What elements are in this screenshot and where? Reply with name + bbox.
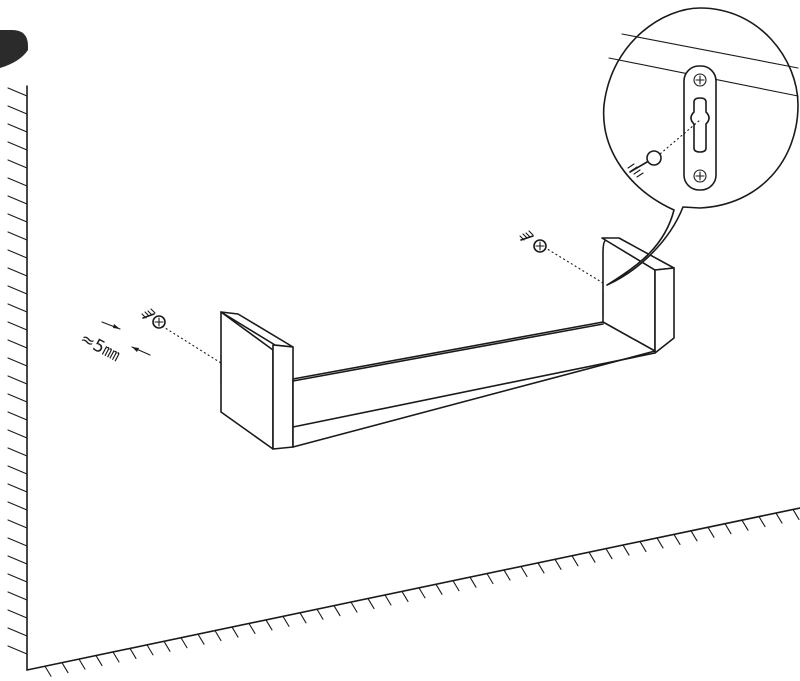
floor-hatch-line [316, 608, 324, 620]
wall-hatch-line [7, 519, 28, 529]
floor-hatch-line [367, 597, 375, 610]
wall-hatch-line [7, 195, 28, 205]
wall-hatch-line [7, 249, 28, 259]
keyhole-bracket [683, 65, 717, 191]
floor-hatch-line [605, 548, 613, 560]
floor-hatch-line [146, 644, 154, 656]
dimension-label: ≈5㎜ [77, 329, 124, 366]
floor-hatch-line [469, 576, 477, 588]
wall-hatch-line [7, 483, 28, 493]
wall-hatch-line [7, 609, 28, 619]
wall-hatch-line [7, 411, 28, 421]
floor-hatch-line [554, 558, 562, 570]
floor-hatch-line [503, 569, 511, 581]
wall-hatch-line [7, 501, 28, 511]
floor-hatch-line [61, 662, 69, 674]
right-screw [519, 230, 547, 253]
floor-hatch-line [775, 512, 783, 524]
floor-hatch-line [44, 665, 52, 677]
wall-hatch-line [7, 627, 28, 637]
floor-hatch-line [112, 651, 120, 663]
floor-hatch-line [231, 626, 239, 638]
floor-hatch-line [435, 583, 443, 595]
floor-hatch-line [78, 658, 86, 670]
wall-hatch-line [7, 177, 28, 187]
wall-hatch-line [7, 159, 28, 169]
callout-screw [627, 119, 701, 178]
right-screw-guide [543, 246, 604, 284]
floor-hatch-line [95, 654, 103, 667]
floor-hatch-line [333, 605, 341, 617]
floor-hatch-line [639, 540, 647, 553]
wall-hatch-line [7, 429, 28, 439]
wall-hatch-line [7, 465, 28, 475]
wall-hatch-line [7, 105, 28, 115]
floor-hatch-line [384, 594, 392, 606]
wall-hatch-line [7, 447, 28, 457]
floor-hatch-line [724, 523, 732, 535]
wall-hatch-line [7, 141, 28, 151]
floor-hatching [44, 508, 800, 677]
floor-hatch-line [197, 633, 205, 645]
wall-hatch-line [7, 321, 28, 331]
floor-hatch-line [282, 615, 290, 627]
wall-hatch-line [7, 555, 28, 565]
floor-hatch-line [299, 612, 307, 624]
left-screw-guide [161, 325, 222, 364]
floor-hatch-line [622, 544, 630, 556]
wall-hatch-line [7, 645, 28, 655]
floor-hatch-line [537, 562, 545, 574]
floor-hatch-line [452, 580, 460, 592]
floor-hatch-line [180, 637, 188, 649]
floor-hatch-line [248, 622, 256, 635]
floor-hatch-line [741, 519, 749, 531]
wall-hatch-line [7, 591, 28, 601]
floor-hatch-line [418, 587, 426, 599]
wall-hatch-line [7, 231, 28, 241]
wall-hatch-line [7, 573, 28, 583]
floor-hatch-line [690, 530, 698, 542]
floor [26, 507, 800, 677]
dimension-marker: ≈5㎜ [77, 321, 151, 366]
wall-hatch-line [7, 87, 28, 97]
floor-hatch-line [758, 516, 766, 528]
floor-hatch-line [673, 533, 681, 545]
wall-hatch-line [7, 393, 28, 403]
floor-hatch-line [792, 508, 800, 521]
wall [7, 85, 28, 671]
floor-hatch-line [571, 555, 579, 567]
wall-hatch-line [7, 213, 28, 223]
step-badge [0, 30, 28, 68]
floor-hatch-line [265, 619, 273, 631]
floor-hatch-line [486, 573, 494, 585]
floor-hatch-line [129, 647, 137, 659]
wall-hatch-line [7, 537, 28, 547]
floor-hatch-line [401, 590, 409, 602]
wall-hatch-line [7, 267, 28, 277]
u-shaped-shelf [220, 237, 675, 450]
wall-hatch-line [7, 303, 28, 313]
wall-hatch-line [7, 339, 28, 349]
floor-hatch-line [214, 630, 222, 642]
floor-hatch-line [588, 551, 596, 563]
wall-hatch-line [7, 357, 28, 367]
wall-hatch-line [7, 285, 28, 295]
floor-hatch-line [656, 537, 664, 549]
floor-hatch-line [163, 640, 171, 652]
wall-hatch-line [7, 375, 28, 385]
floor-hatch-line [707, 526, 715, 538]
wall-hatching [7, 87, 28, 655]
floor-hatch-line [350, 601, 358, 613]
floor-hatch-line [520, 565, 528, 578]
detail-callout [602, 7, 799, 286]
wall-hatch-line [7, 123, 28, 133]
left-screw [141, 308, 166, 329]
